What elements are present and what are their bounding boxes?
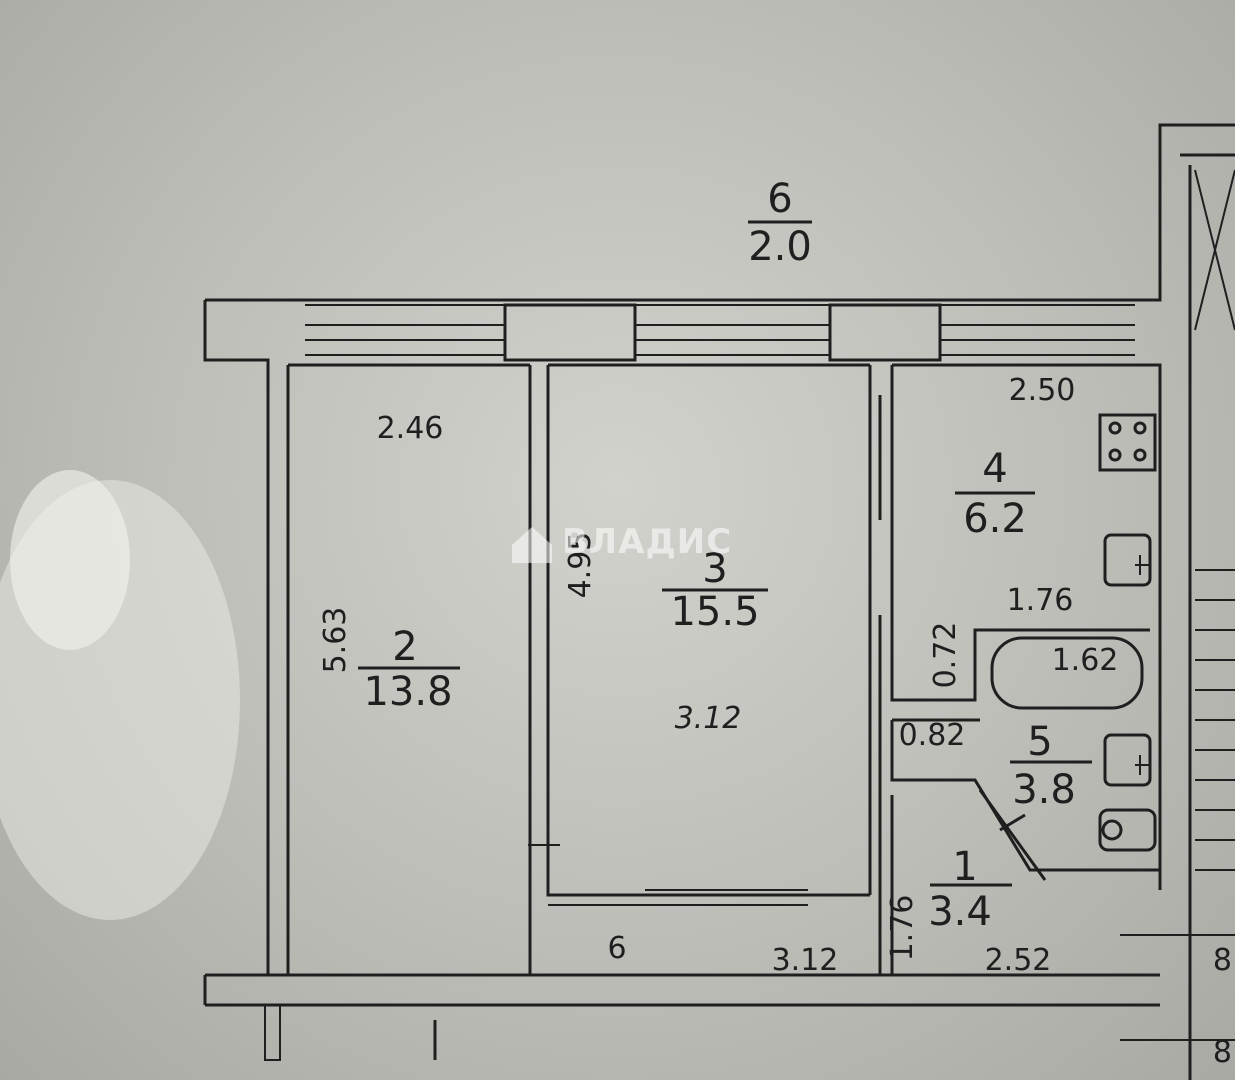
watermark: ВЛАДИС — [512, 522, 732, 563]
kitchen-area: 6.2 — [963, 496, 1027, 542]
closet-number: 6 — [607, 931, 626, 966]
bath-wall — [890, 718, 1160, 872]
edge-mark-upper: 8 — [1213, 943, 1232, 978]
door-swing — [978, 789, 1047, 881]
edge-mark-lower: 8 — [1213, 1035, 1232, 1070]
closet-width-dim: 3.12 — [772, 943, 839, 978]
balcony-area: 2.0 — [748, 224, 812, 270]
stove-burner-icon — [1108, 421, 1122, 435]
room3-number: 3 — [702, 546, 727, 592]
outer-wall-left — [203, 300, 270, 975]
watermark-text: ВЛАДИС — [562, 522, 732, 562]
room2-area: 13.8 — [363, 669, 452, 715]
stair-steps — [1195, 569, 1235, 871]
washbasin-icon — [1103, 733, 1152, 787]
watermark-house-icon — [512, 527, 552, 563]
stove-icon — [1098, 413, 1157, 472]
closet-line — [548, 889, 808, 906]
window-right — [940, 304, 1135, 356]
kitchen-bath-wall — [890, 365, 1150, 702]
bathtub-dim: 1.62 — [1052, 643, 1119, 678]
bath-depth-dim: 0.72 — [928, 622, 963, 689]
hall-number: 1 — [952, 844, 977, 890]
window-left — [305, 304, 505, 356]
toilet-icon — [1098, 808, 1157, 852]
bathroom-number: 5 — [1027, 719, 1052, 765]
kitchen-walls — [892, 363, 1162, 890]
hall-walls — [878, 615, 894, 975]
balcony-number: 6 — [767, 176, 792, 222]
hall-area: 3.4 — [928, 889, 992, 935]
room3-width-dim: 3.12 — [675, 701, 742, 736]
outer-wall-bottom — [203, 973, 1160, 1007]
room2-number: 2 — [392, 624, 417, 670]
hall-width-dim: 2.52 — [985, 943, 1052, 978]
room2-length-dim: 5.63 — [318, 607, 353, 674]
partition-room2-room3 — [528, 365, 870, 975]
tap-icon — [1135, 755, 1150, 775]
kitchen-width-dim: 2.50 — [1009, 373, 1076, 408]
outer-wall-top — [205, 123, 1235, 302]
stove-burner-icon — [1108, 448, 1122, 462]
bath-width-dim: 1.76 — [1007, 583, 1074, 618]
bathtub-icon — [990, 636, 1144, 710]
pier-2 — [828, 303, 942, 362]
stair-landing — [1120, 934, 1235, 1041]
pier-1 — [503, 303, 637, 362]
room3-length-dim: 4.95 — [563, 532, 598, 599]
window-middle — [635, 304, 830, 356]
sink-icon — [1103, 533, 1152, 587]
hall-depth-dim: 1.76 — [885, 895, 920, 962]
room2-width-dim: 2.46 — [377, 411, 444, 446]
room3-walls — [548, 363, 872, 895]
stair-wall — [1158, 125, 1235, 1080]
room3-area: 15.5 — [670, 589, 759, 635]
tap-icon — [1135, 555, 1150, 575]
kitchen-number: 4 — [982, 446, 1007, 492]
photo-glare — [10, 470, 130, 650]
stair-cross — [1194, 169, 1235, 331]
wall-stub — [264, 1005, 281, 1061]
stove-burner-icon — [1133, 421, 1147, 435]
wc-width-dim: 0.82 — [899, 718, 966, 753]
bathroom-area: 3.8 — [1012, 767, 1076, 813]
fraction-bars — [358, 220, 1092, 887]
stove-burner-icon — [1133, 448, 1147, 462]
toilet-bowl-icon — [1101, 819, 1123, 841]
